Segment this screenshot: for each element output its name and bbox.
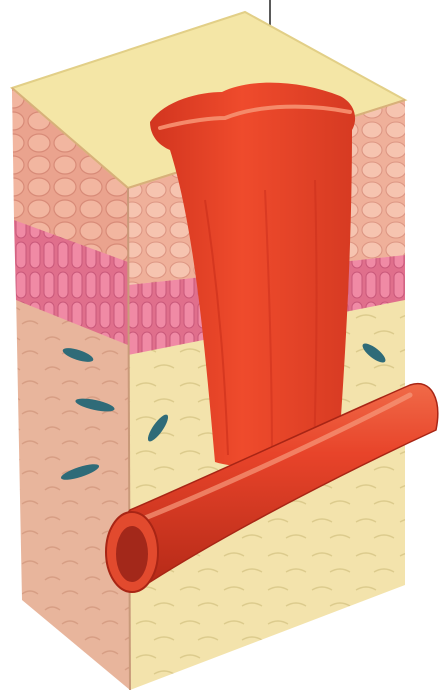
side-face bbox=[12, 88, 130, 690]
vessel-lumen bbox=[116, 526, 148, 582]
